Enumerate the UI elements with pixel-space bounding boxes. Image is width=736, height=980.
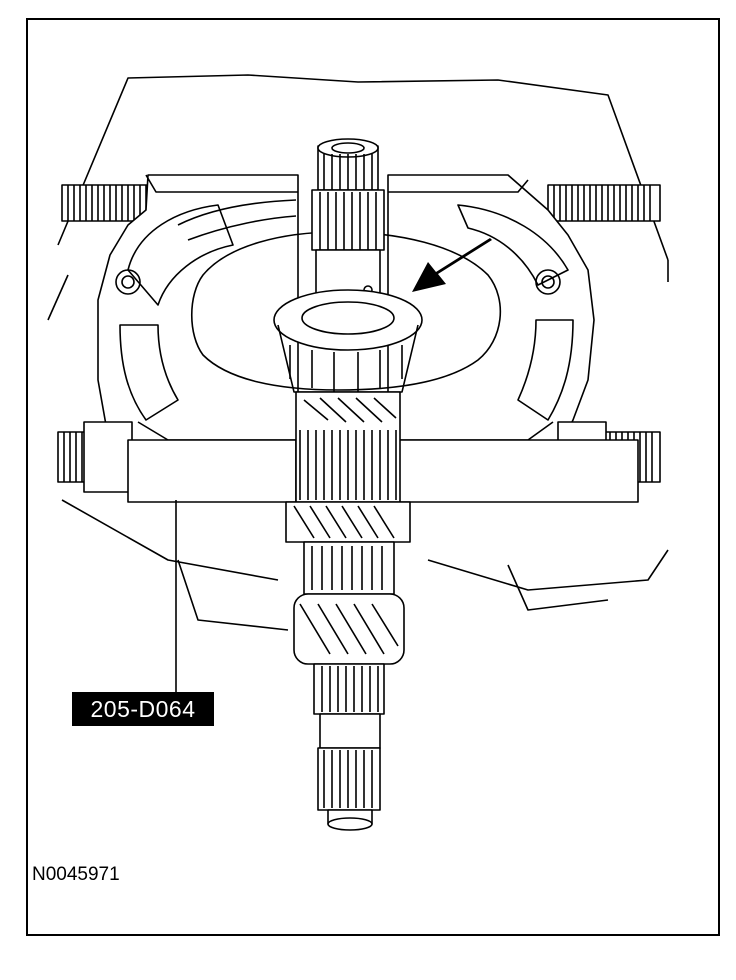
gearshaft-lower-end — [317, 713, 381, 831]
bearing-separator-left-half — [97, 174, 299, 501]
puller-rod-bottom-left — [57, 421, 133, 493]
figure-id-label: N0045971 — [32, 864, 120, 885]
transmission-case-outline — [47, 74, 669, 631]
gear-stack-lower — [285, 501, 411, 715]
puller-rod-top-right — [547, 184, 661, 222]
figure-frame — [26, 18, 720, 936]
pointer-arrow-icon — [412, 238, 492, 292]
gearshaft-upper-end — [311, 138, 385, 311]
gearshaft-bearing-puller-illustration — [47, 74, 669, 831]
special-tool-callout: 205-D064 — [72, 692, 214, 726]
helical-gear-upper — [295, 391, 401, 503]
